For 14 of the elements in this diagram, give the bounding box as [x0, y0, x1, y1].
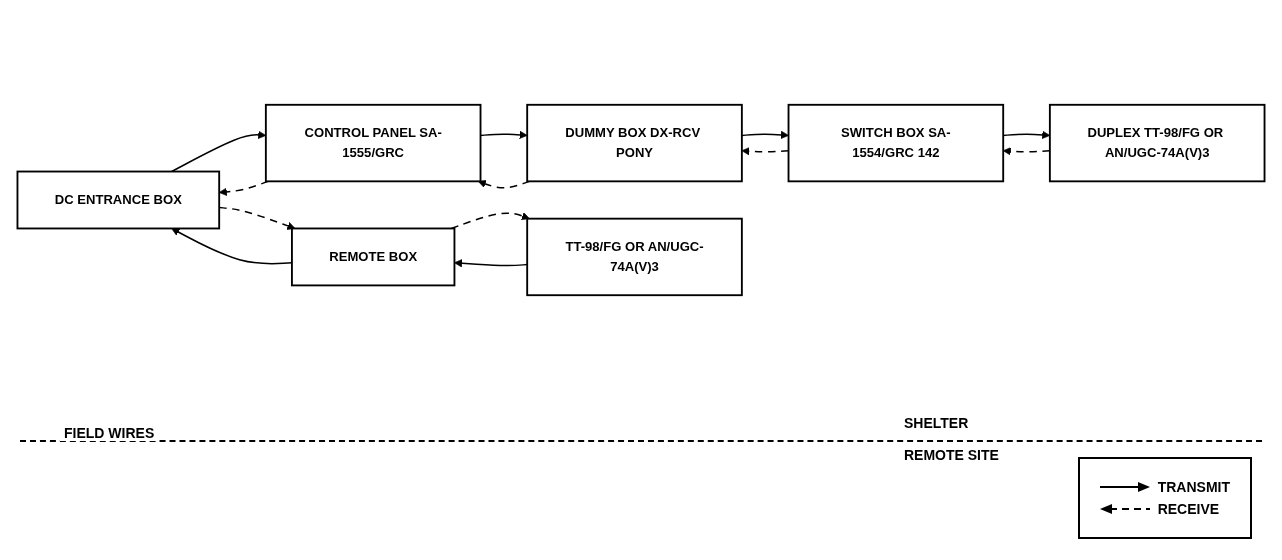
legend-label: RECEIVE	[1157, 501, 1220, 517]
node-box: DUMMY BOX DX-RCV PONY	[526, 103, 743, 183]
arrow	[450, 212, 530, 230]
node-box: REMOTE BOX	[291, 227, 456, 287]
node-box: DUPLEX TT-98/FG OR AN/UGC-74A(V)3	[1048, 103, 1266, 183]
node-box: DC ENTRANCE BOX	[16, 170, 221, 230]
node-box: CONTROL PANEL SA-1555/GRC	[264, 103, 482, 183]
arrow	[477, 180, 531, 189]
field-wires-label: FIELD WIRES	[60, 425, 159, 441]
legend-label: TRANSMIT	[1157, 479, 1230, 495]
arrow	[741, 130, 789, 139]
arrow	[454, 259, 528, 268]
node-box: TT-98/FG OR AN/UGC-74A(V)3	[526, 217, 743, 297]
node-box: SWITCH BOX SA-1554/GRC 142	[787, 103, 1005, 183]
